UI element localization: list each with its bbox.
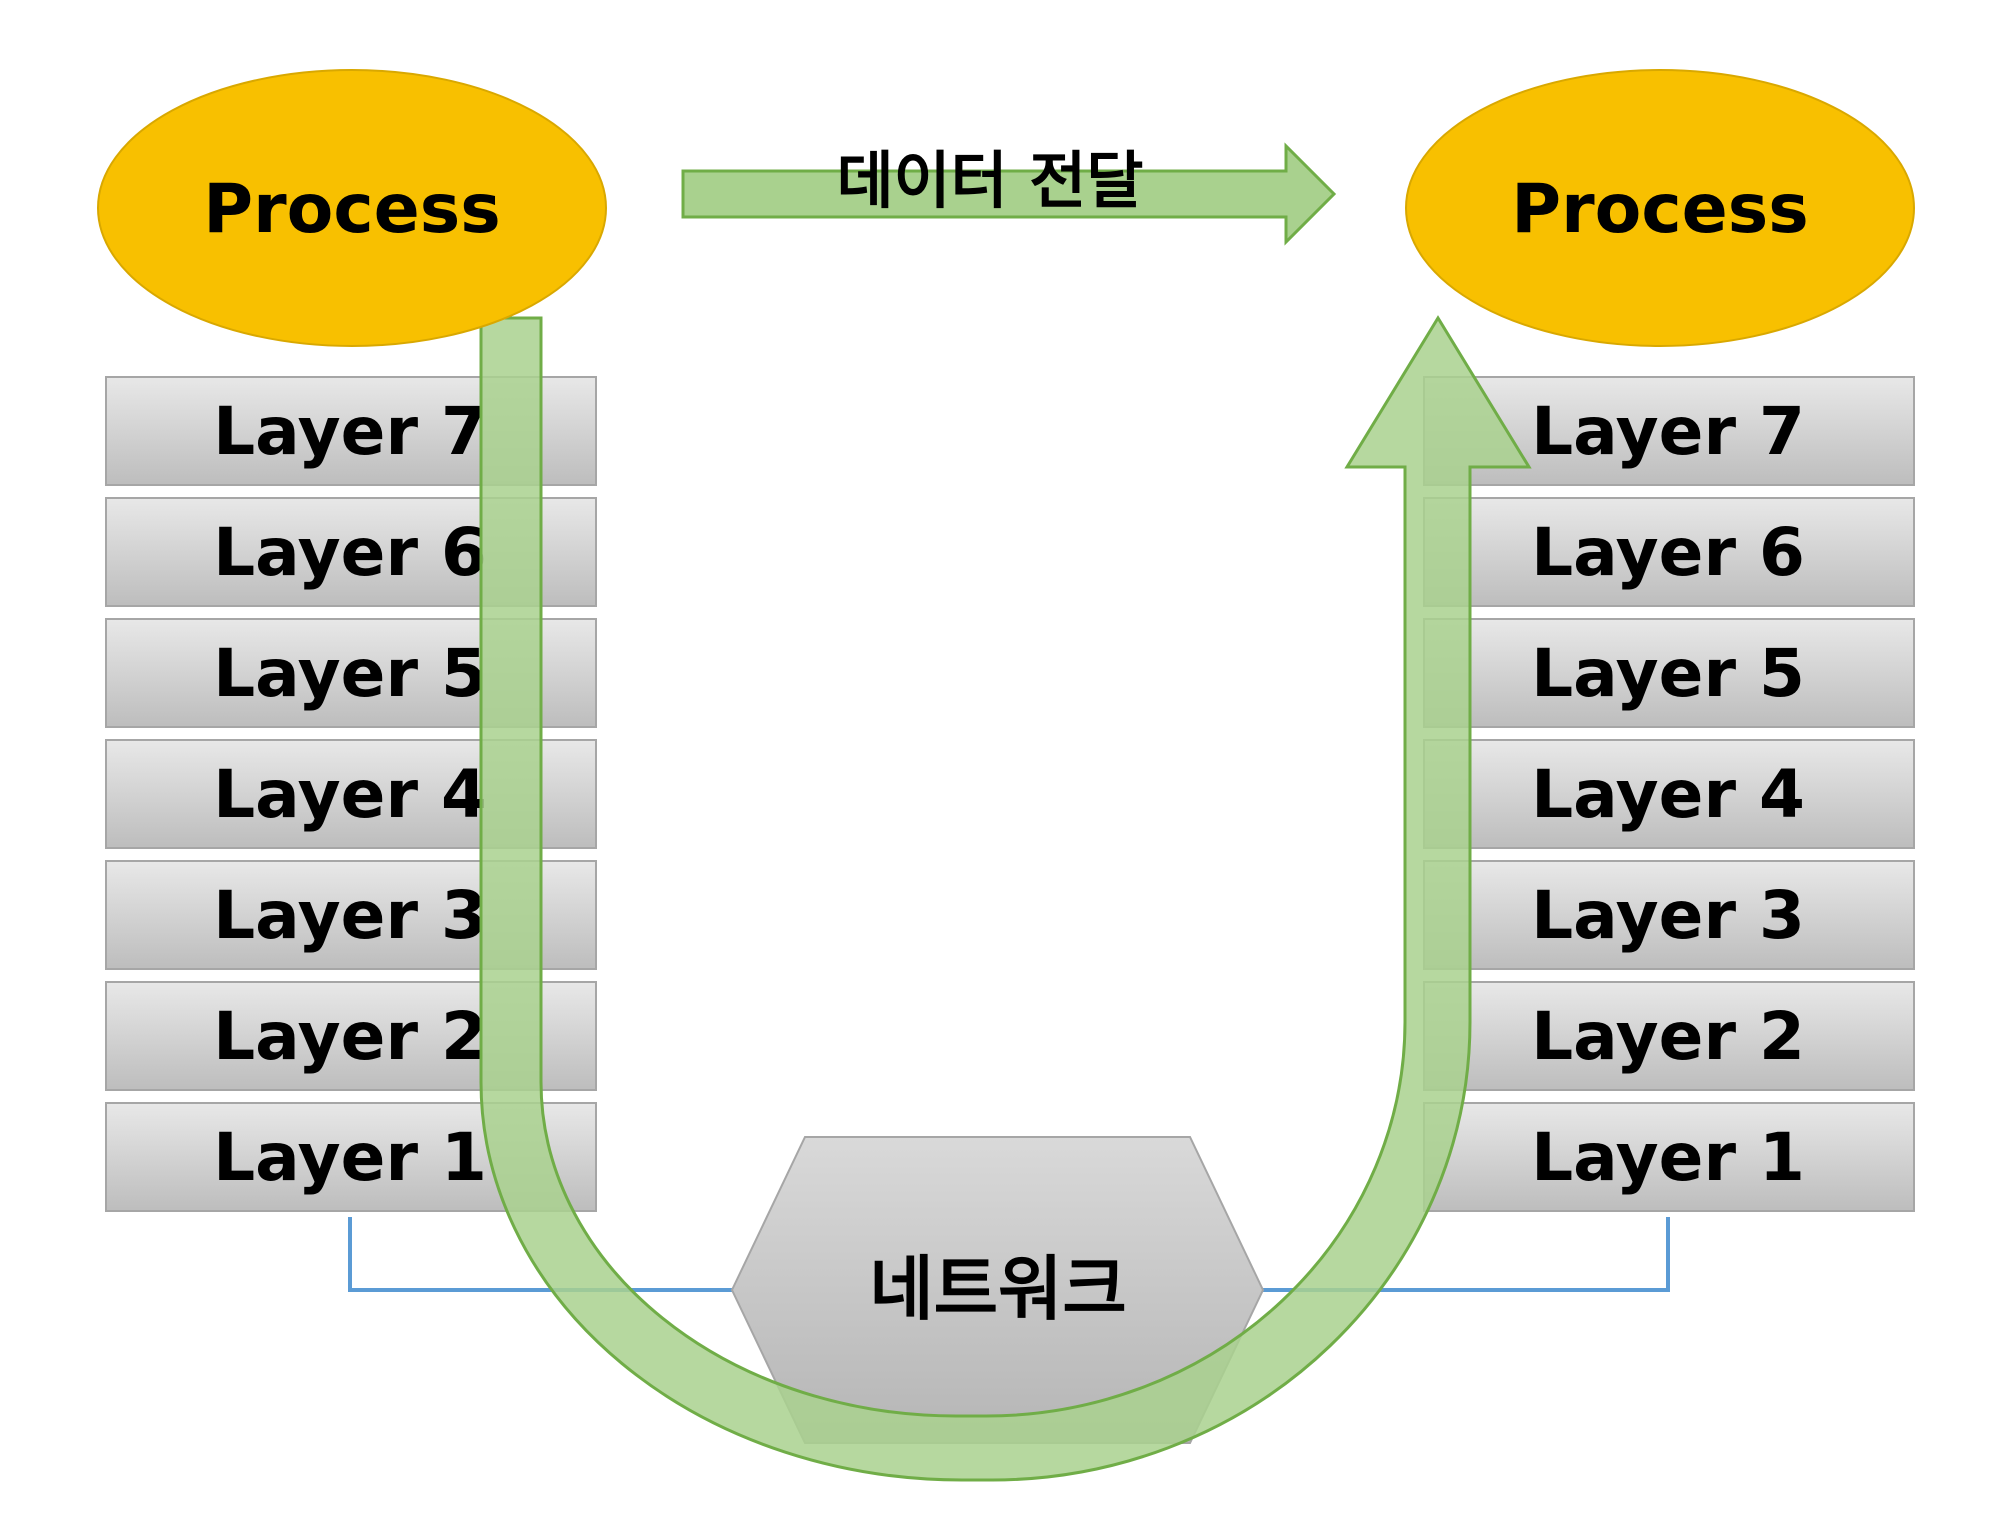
right-layer-rect xyxy=(1423,981,1915,1091)
left-layer-label: Layer 4 xyxy=(213,756,487,833)
left-process-label: Process xyxy=(203,170,500,249)
right-layer-label: Layer 4 xyxy=(1531,756,1805,833)
left-process: Process xyxy=(97,69,607,347)
left-layer-label: Layer 5 xyxy=(213,635,487,712)
right-process: Process xyxy=(1405,69,1915,347)
right-layer-label: Layer 5 xyxy=(1531,635,1805,712)
network-hexagon xyxy=(730,1136,1265,1444)
left-layer-label: Layer 3 xyxy=(213,877,487,954)
data-transfer-arrow-group: 데이터 전달 xyxy=(681,142,1337,246)
right-layer-stack: Layer 7 Layer 6 Layer 5 Layer 4 Layer 3 Layer… xyxy=(1423,376,1915,1212)
left-layer-label: Layer 2 xyxy=(213,998,487,1075)
u-flow-arrow xyxy=(479,315,1532,1482)
network-node: 네트워크 xyxy=(730,1136,1265,1444)
right-layer-box: Layer 3 xyxy=(1423,860,1915,970)
right-process-label: Process xyxy=(1511,170,1808,249)
right-layer-rect xyxy=(1423,1102,1915,1212)
left-process-ellipse xyxy=(97,69,607,347)
right-layer-box: Layer 1 xyxy=(1423,1102,1915,1212)
left-layer-label: Layer 6 xyxy=(213,514,487,591)
right-process-ellipse xyxy=(1405,69,1915,347)
right-layer-rect xyxy=(1423,497,1915,607)
data-transfer-label: 데이터 전달 xyxy=(837,144,1144,217)
right-layer-label: Layer 3 xyxy=(1531,877,1805,954)
right-layer-rect xyxy=(1423,618,1915,728)
right-layer-box: Layer 4 xyxy=(1423,739,1915,849)
right-network-link xyxy=(1262,1217,1670,1292)
network-label: 네트워크 xyxy=(869,1248,1127,1330)
right-layer-label: Layer 2 xyxy=(1531,998,1805,1075)
left-layer-label: Layer 1 xyxy=(213,1119,487,1196)
data-transfer-arrow xyxy=(681,142,1337,246)
right-layer-box: Layer 6 xyxy=(1423,497,1915,607)
right-layer-label: Layer 6 xyxy=(1531,514,1805,591)
right-layer-label: Layer 7 xyxy=(1531,393,1805,470)
right-layer-rect xyxy=(1423,739,1915,849)
left-layer-label: Layer 7 xyxy=(213,393,487,470)
right-layer-box: Layer 5 xyxy=(1423,618,1915,728)
right-layer-rect xyxy=(1423,860,1915,970)
right-layer-label: Layer 1 xyxy=(1531,1119,1805,1196)
right-layer-box: Layer 2 xyxy=(1423,981,1915,1091)
